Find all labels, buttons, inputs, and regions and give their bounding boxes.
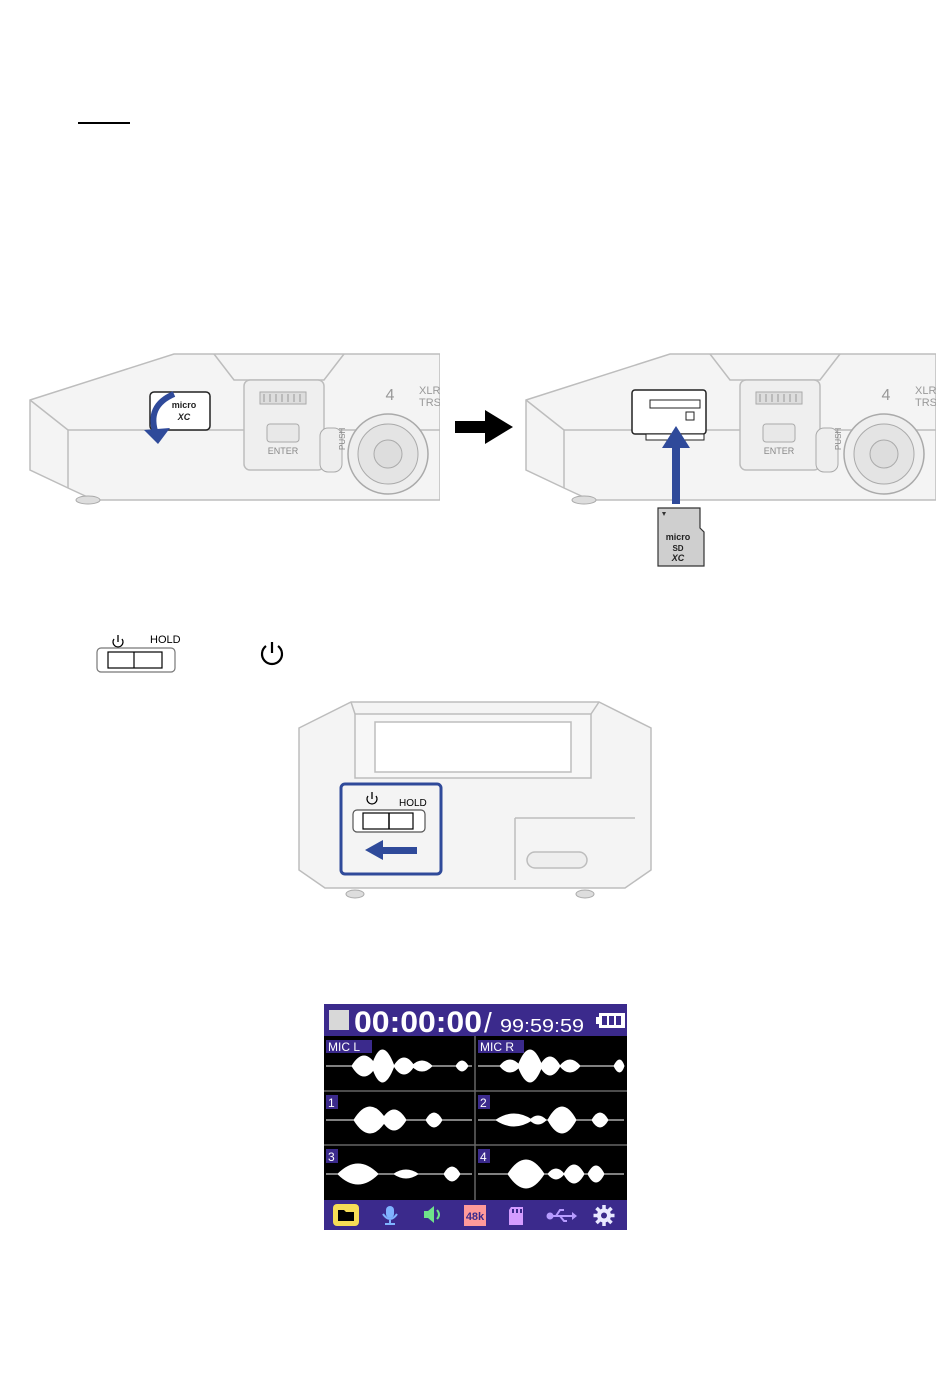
sd-label: SD bbox=[672, 544, 683, 553]
xlr-label: XLR bbox=[915, 385, 936, 397]
power-hold-switch-small: HOLD bbox=[96, 630, 190, 674]
sample-rate-icon[interactable]: 48k bbox=[464, 1205, 486, 1226]
device-side-view-slot: ENTER 4 XLR TRS PUSH micro SD XC bbox=[520, 350, 936, 570]
device-side-view-cover: ENTER 4 XLR TRS PUSH micro XC bbox=[24, 350, 440, 510]
track-label-mic-l: MIC L bbox=[328, 1040, 360, 1054]
waveform-4 bbox=[478, 1160, 624, 1188]
power-icon bbox=[113, 635, 123, 647]
device-power-switch-view: HOLD bbox=[295, 700, 655, 906]
lcd-screen: 00:00:00 / 99:59:59 MIC L MIC R 1 2 3 4 bbox=[324, 1004, 627, 1230]
power-icon bbox=[258, 640, 286, 668]
track-label-3: 3 bbox=[328, 1150, 335, 1164]
battery-icon bbox=[596, 1013, 625, 1028]
timecode: 00:00:00 bbox=[354, 1006, 482, 1039]
push-label: PUSH bbox=[338, 428, 347, 450]
trs-label: TRS bbox=[419, 397, 440, 409]
waveform-mic-l bbox=[326, 1050, 472, 1082]
channel-number: 4 bbox=[386, 387, 395, 404]
folder-icon[interactable] bbox=[333, 1204, 359, 1226]
waveform-2 bbox=[478, 1107, 624, 1133]
xc-label: XC bbox=[177, 412, 191, 422]
micro-label: micro bbox=[666, 532, 691, 542]
note-underline bbox=[78, 122, 130, 124]
gear-icon[interactable] bbox=[594, 1205, 615, 1226]
xlr-label: XLR bbox=[419, 385, 440, 397]
track-label-2: 2 bbox=[480, 1096, 487, 1110]
waveform-1 bbox=[326, 1107, 472, 1133]
svg-text:48k: 48k bbox=[466, 1211, 485, 1223]
enter-label: ENTER bbox=[268, 446, 299, 456]
enter-label: ENTER bbox=[764, 446, 795, 456]
trs-label: TRS bbox=[915, 397, 936, 409]
timecode-separator: / bbox=[484, 1007, 492, 1038]
track-label-4: 4 bbox=[480, 1150, 487, 1164]
micro-label: micro bbox=[172, 400, 197, 410]
right-arrow-icon bbox=[455, 410, 513, 444]
xc-label: XC bbox=[671, 553, 685, 563]
track-label-mic-r: MIC R bbox=[480, 1040, 514, 1054]
track-label-1: 1 bbox=[328, 1096, 335, 1110]
hold-label: HOLD bbox=[150, 634, 181, 646]
channel-number: 4 bbox=[882, 387, 891, 404]
waveform-3 bbox=[326, 1164, 472, 1184]
stop-icon bbox=[329, 1010, 349, 1030]
push-label: PUSH bbox=[834, 428, 843, 450]
sd-card-icon[interactable] bbox=[509, 1207, 523, 1225]
hold-label: HOLD bbox=[399, 798, 427, 809]
remaining-time: 99:59:59 bbox=[500, 1016, 584, 1036]
waveform-mic-r bbox=[478, 1050, 624, 1082]
